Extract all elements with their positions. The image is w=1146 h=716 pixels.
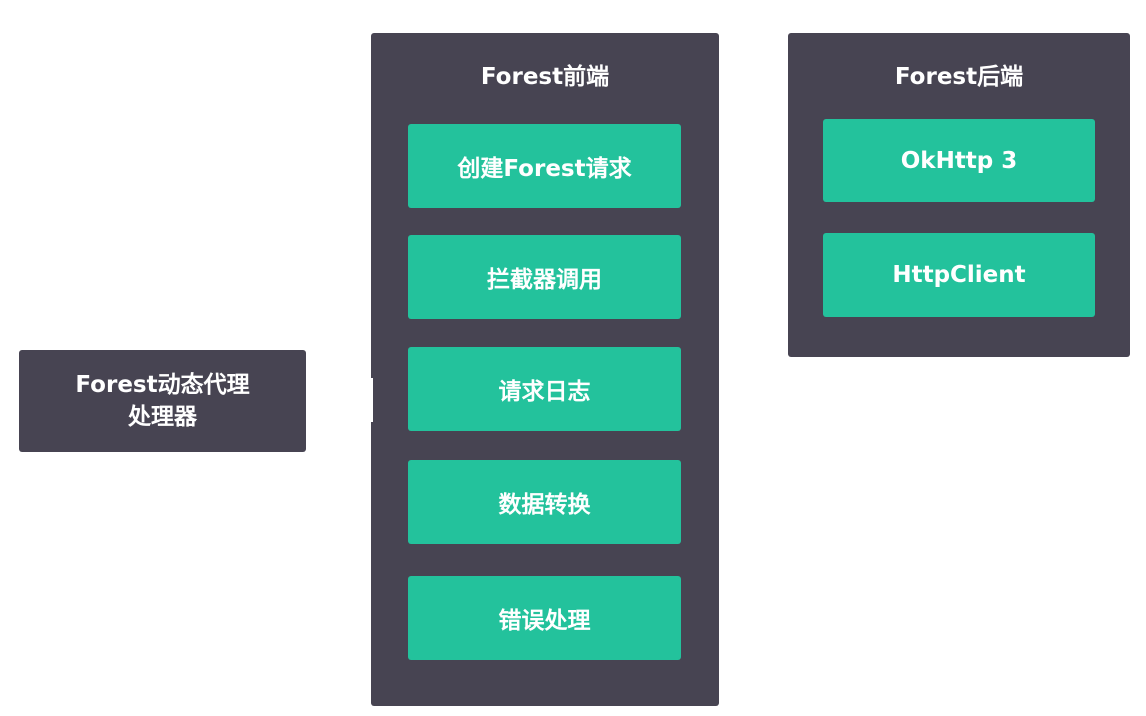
backend-panel: Forest后端 OkHttp 3 HttpClient — [788, 33, 1130, 357]
frontend-item-interceptor-call: 拦截器调用 — [408, 235, 681, 319]
connector-mark — [366, 378, 373, 422]
proxy-handler-label-line2: 处理器 — [128, 404, 197, 430]
backend-item-httpclient: HttpClient — [823, 233, 1095, 317]
frontend-item-data-conversion: 数据转换 — [408, 460, 681, 544]
frontend-item-create-request: 创建Forest请求 — [408, 124, 681, 208]
frontend-title: Forest前端 — [480, 64, 610, 90]
proxy-handler-box: Forest动态代理 处理器 — [19, 350, 306, 452]
backend-title: Forest后端 — [894, 64, 1024, 90]
frontend-panel: Forest前端 创建Forest请求 拦截器调用 请求日志 数据转换 错误处理 — [371, 33, 719, 706]
frontend-item-error-handling: 错误处理 — [408, 576, 681, 660]
backend-item-okhttp3: OkHttp 3 — [823, 119, 1095, 202]
proxy-handler-label-line1: Forest动态代理 — [75, 372, 250, 398]
frontend-item-request-log: 请求日志 — [408, 347, 681, 431]
